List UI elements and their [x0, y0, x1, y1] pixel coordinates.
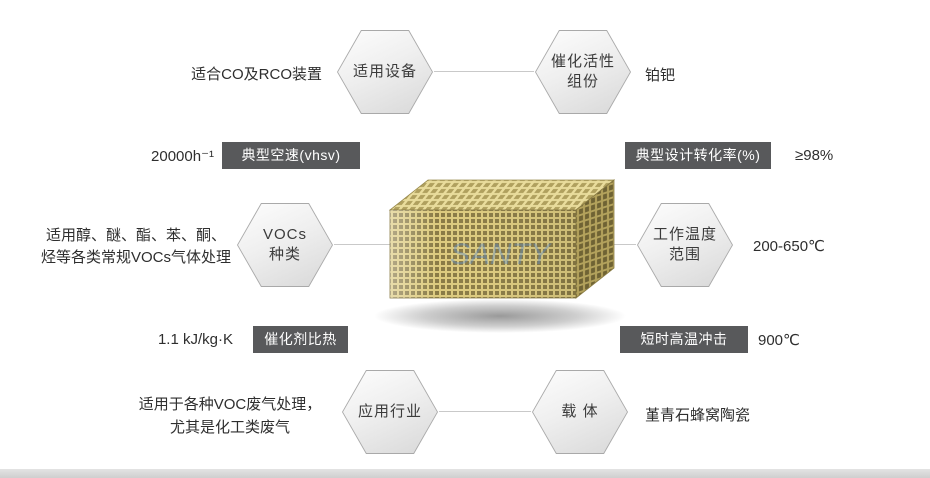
- product-shadow: [374, 299, 626, 333]
- bar-specific-heat: 催化剂比热: [253, 326, 348, 353]
- hexagon-applicable-equipment: 适用设备: [337, 30, 433, 114]
- value-applicable-equipment: 适合CO及RCO装置: [191, 66, 322, 83]
- bar-space-velocity: 典型空速(vhsv): [222, 142, 360, 169]
- hexagon-label: 催化活性 组份: [550, 53, 615, 90]
- product-image-honeycomb-catalyst: SANTY: [374, 179, 626, 333]
- hexagon-label: VOCs 种类: [262, 226, 307, 263]
- value-application-industry: 适用于各种VOC废气处理， 尤其是化工类废气: [138, 396, 322, 436]
- bar-conversion-rate: 典型设计转化率(%): [625, 142, 771, 169]
- hexagon-label: 工作温度 范围: [652, 226, 717, 263]
- value-working-temperature: 200-650℃: [753, 238, 825, 255]
- bottom-edge-strip: [0, 469, 930, 478]
- value-space-velocity: 20000h⁻¹: [151, 148, 214, 165]
- hexagon-vocs-types: VOCs 种类: [237, 203, 333, 287]
- value-thermal-shock: 900℃: [758, 332, 800, 349]
- hexagon-label: 应用行业: [357, 403, 422, 420]
- block-top-face: [388, 179, 616, 211]
- hexagon-working-temperature: 工作温度 范围: [637, 203, 733, 287]
- value-active-components: 铂钯: [645, 67, 676, 84]
- hexagon-carrier: 载 体: [532, 370, 628, 454]
- connector-line-top: [434, 71, 534, 72]
- hexagon-label: 载 体: [561, 403, 599, 420]
- bar-thermal-shock: 短时高温冲击: [620, 326, 748, 353]
- hexagon-application-industry: 应用行业: [342, 370, 438, 454]
- value-specific-heat: 1.1 kJ/kg·K: [157, 331, 233, 348]
- watermark-text: SANTY: [450, 238, 552, 271]
- hexagon-active-components: 催化活性 组份: [535, 30, 631, 114]
- connector-line-bottom: [439, 411, 531, 412]
- hexagon-label: 适用设备: [352, 63, 417, 80]
- value-carrier: 堇青石蜂窝陶瓷: [645, 407, 751, 424]
- value-conversion-rate: ≥98%: [795, 147, 834, 164]
- value-vocs-types: 适用醇、醚、酯、苯、酮、 烃等各类常规VOCs气体处理: [40, 227, 231, 266]
- block-front-sheen: [390, 210, 576, 298]
